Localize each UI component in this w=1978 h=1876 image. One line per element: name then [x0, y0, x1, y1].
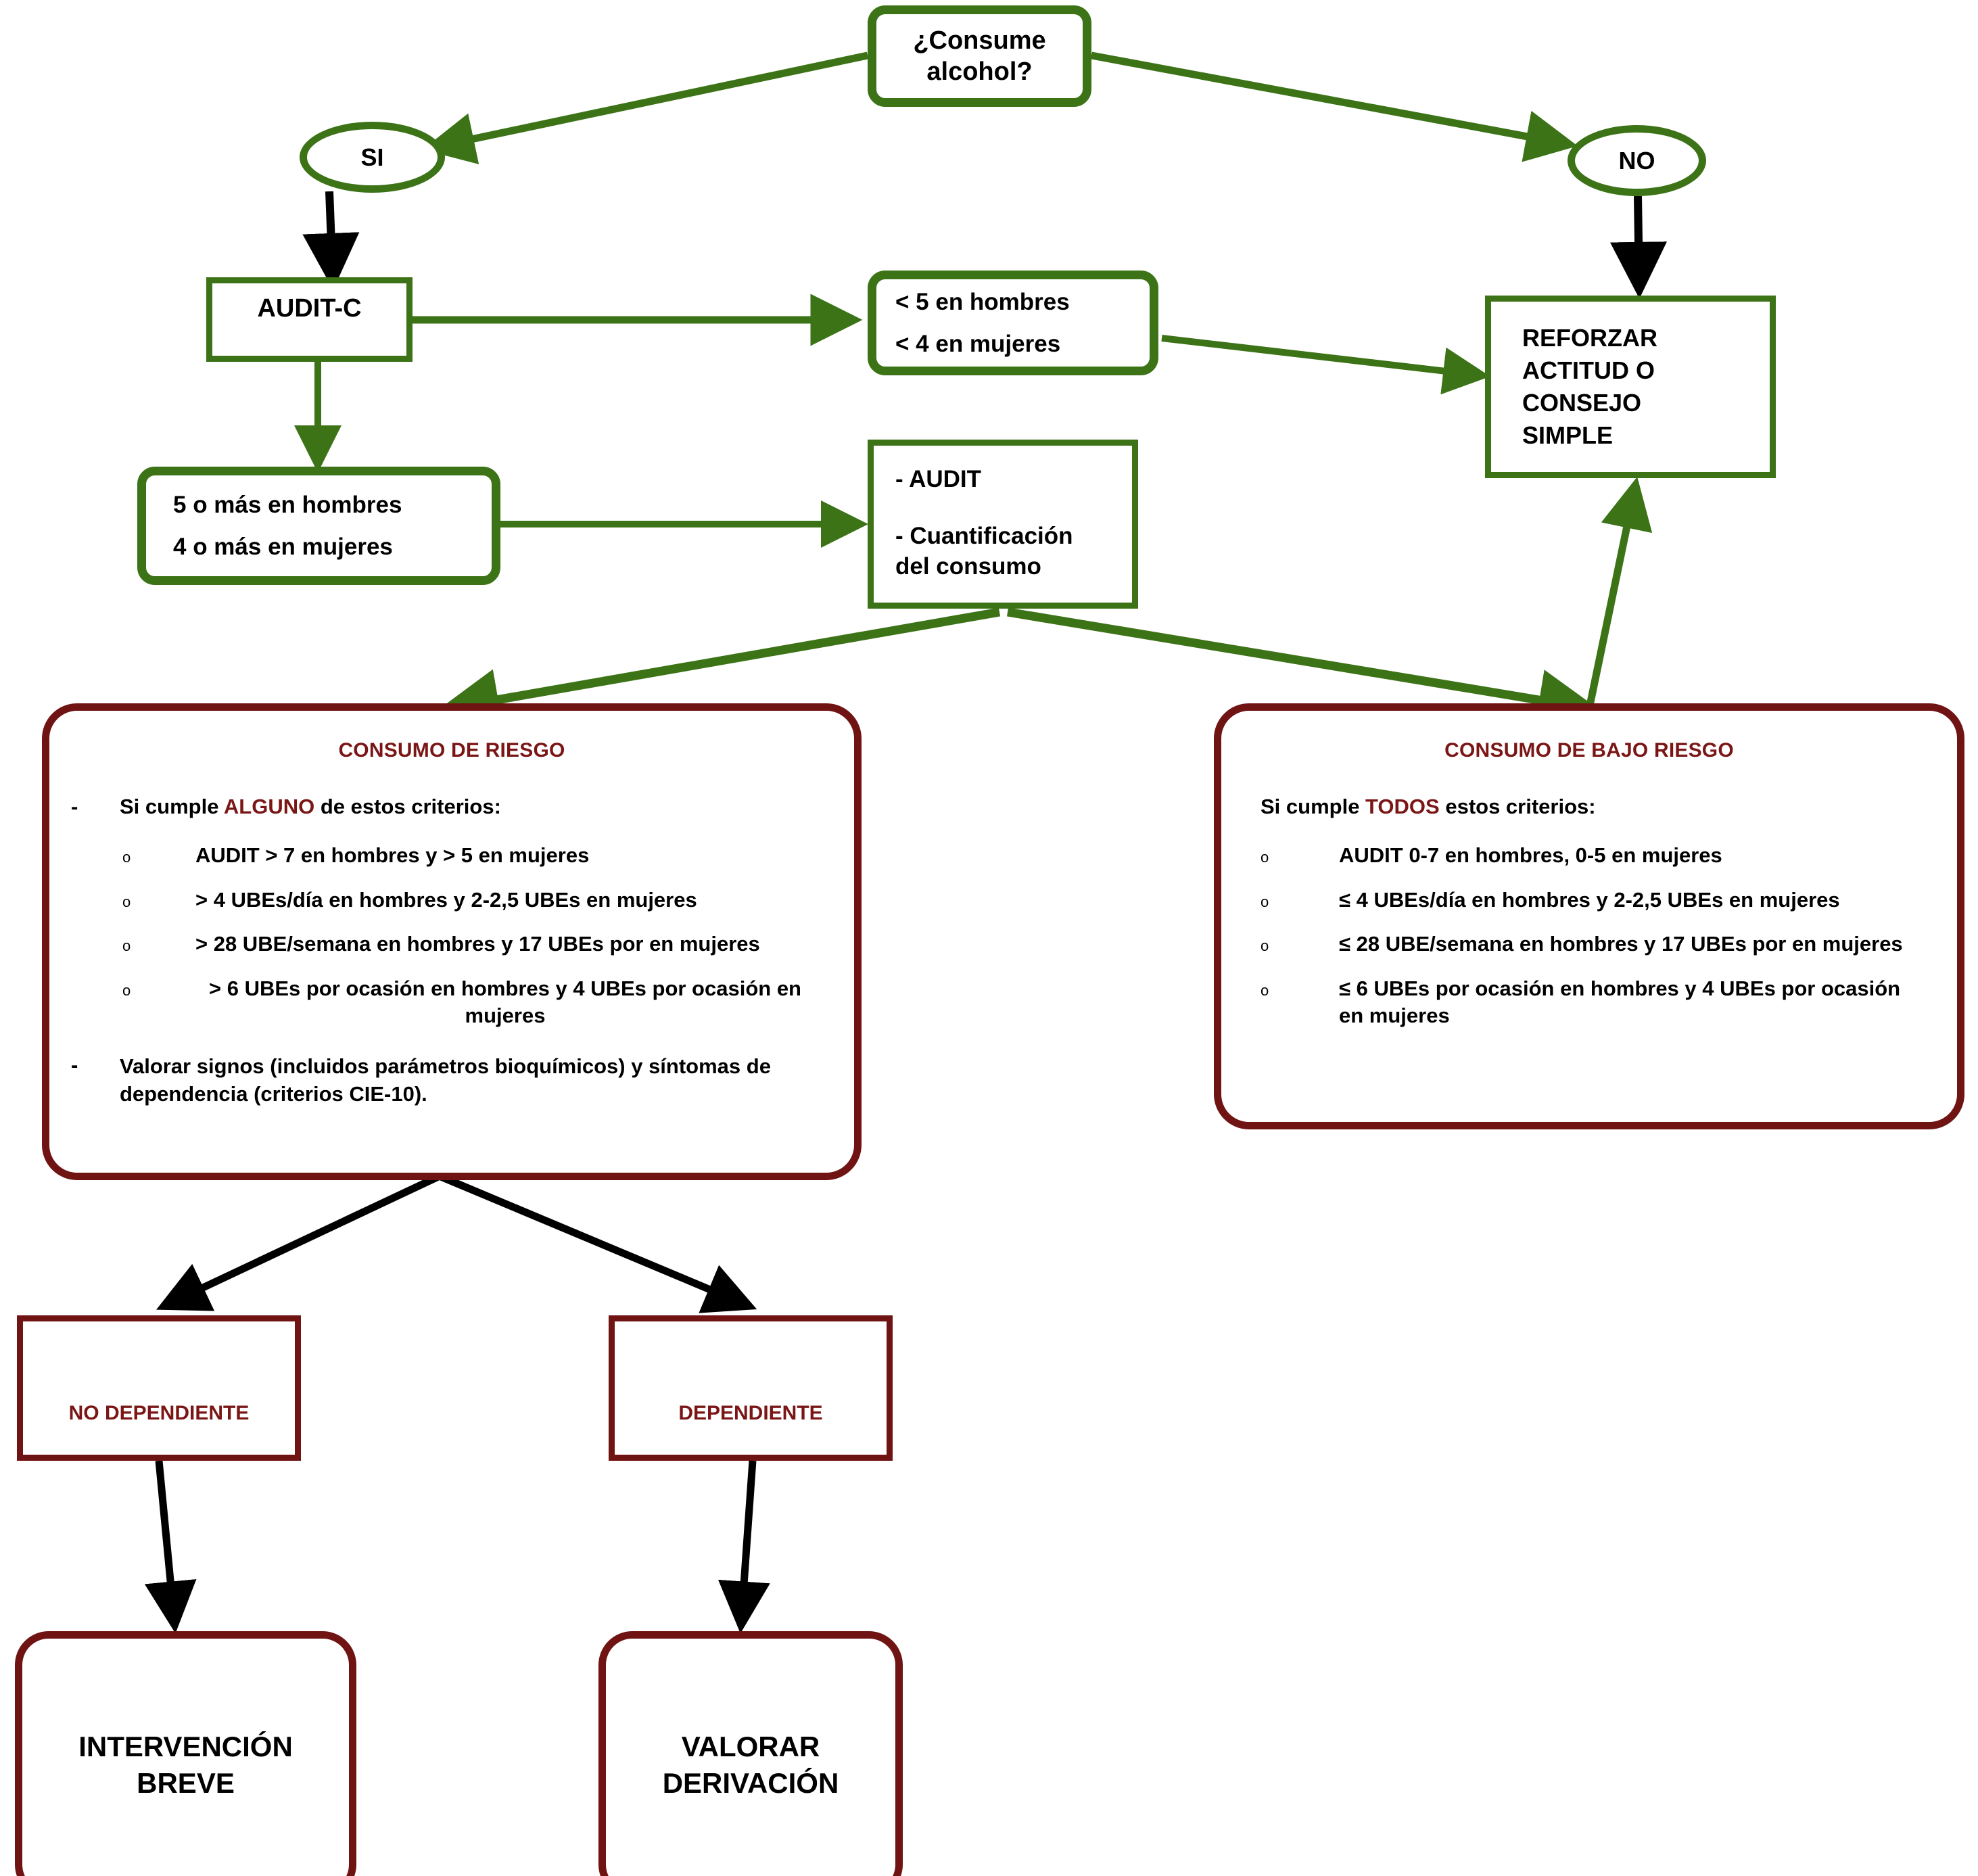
bajo-riesgo-bullet-3: o ≤ 28 UBE/semana en hombres y 17 UBEs p… [1261, 931, 1925, 958]
node-assess[interactable]: - AUDIT - Cuantificación del consumo [868, 440, 1138, 609]
node-assess-line1: - AUDIT [895, 466, 982, 493]
edge-dependiente-to-valorar [717, 1460, 770, 1634]
bajo-riesgo-bullet-mark-4: o [1261, 982, 1269, 1000]
riesgo-bullet-text-3: > 28 UBE/semana en hombres y 17 UBEs por… [195, 932, 760, 956]
bajo-riesgo-bullet-text-2: ≤ 4 UBEs/día en hombres y 2-2,5 UBEs en … [1339, 887, 1840, 912]
bajo-riesgo-lead-post: estos criterios: [1439, 795, 1596, 818]
bajo-riesgo-bullet-text-4: ≤ 6 UBEs por ocasión en hombres y 4 UBEs… [1339, 977, 1901, 1027]
edge-assess-to-riesgo [438, 607, 1001, 730]
node-high-score-line2: 4 o más en mujeres [173, 533, 393, 560]
node-dependiente[interactable]: DEPENDIENTE [609, 1315, 893, 1461]
riesgo-bullet-1: o AUDIT > 7 en hombres y > 5 en mujeres [122, 842, 815, 869]
riesgo-bullet-text-2: > 4 UBEs/día en hombres y 2-2,5 UBEs en … [195, 887, 697, 912]
riesgo-lead-post: de estos criterios: [314, 795, 501, 818]
node-si[interactable]: SI [300, 122, 445, 193]
node-valorar-derivacion[interactable]: VALORAR DERIVACIÓN [598, 1631, 903, 1876]
riesgo-dash-2: - [71, 1053, 78, 1077]
node-no-dependiente[interactable]: NO DEPENDIENTE [17, 1315, 301, 1461]
edge-riesgo-to-nodependiente [156, 1173, 440, 1311]
panel-consumo-bajo-riesgo[interactable]: CONSUMO DE BAJO RIESGO Si cumple TODOS e… [1214, 703, 1964, 1129]
node-no-label: NO [1618, 146, 1655, 174]
riesgo-bullet-text-4: > 6 UBEs por ocasión en hombres y 4 UBEs… [209, 977, 801, 1027]
node-reforzar-line2: ACTITUD O [1522, 356, 1655, 385]
bajo-riesgo-bullet-text-1: AUDIT 0-7 en hombres, 0-5 en mujeres [1339, 843, 1722, 867]
bajo-riesgo-bullet-mark-1: o [1261, 849, 1269, 866]
panel-consumo-riesgo[interactable]: CONSUMO DE RIESGO - Si cumple ALGUNO de … [42, 703, 862, 1180]
node-assess-line3: del consumo [895, 553, 1041, 580]
node-dependiente-label: DEPENDIENTE [678, 1402, 823, 1424]
node-consume-alcohol-line2: alcohol? [926, 57, 1033, 86]
edge-assess-to-bajoriesgo [1006, 607, 1600, 731]
riesgo-lead-pre: Si cumple [120, 795, 224, 818]
bajo-riesgo-lead-emphasis: TODOS [1365, 795, 1440, 818]
node-assess-line2: - Cuantificación [895, 523, 1073, 550]
edge-question-to-no [1090, 51, 1578, 162]
node-audit-c[interactable]: AUDIT-C [206, 277, 413, 362]
node-no-dependiente-label: NO DEPENDIENTE [68, 1402, 250, 1424]
bajo-riesgo-bullet-1: o AUDIT 0-7 en hombres, 0-5 en mujeres [1261, 842, 1925, 869]
node-low-score-line2: < 4 en mujeres [895, 330, 1061, 357]
bajo-riesgo-lead-pre: Si cumple [1261, 795, 1366, 818]
node-reforzar-line4: SIMPLE [1522, 421, 1614, 449]
node-intervencion-breve-line2: BREVE [137, 1766, 235, 1799]
riesgo-bullet-mark-2: o [122, 893, 131, 910]
bajo-riesgo-bullet-4: o ≤ 6 UBEs por ocasión en hombres y 4 UB… [1261, 975, 1925, 1029]
riesgo-lead-emphasis: ALGUNO [223, 795, 315, 818]
bajo-riesgo-bullet-2: o ≤ 4 UBEs/día en hombres y 2-2,5 UBEs e… [1261, 887, 1925, 914]
riesgo-lead: Si cumple ALGUNO de estos criterios: [120, 795, 501, 819]
node-no[interactable]: NO [1568, 125, 1706, 196]
node-reforzar-line3: CONSEJO [1522, 389, 1642, 417]
node-audit-c-label: AUDIT-C [257, 294, 362, 323]
node-reforzar-line1: REFORZAR [1522, 324, 1657, 352]
bajo-riesgo-lead: Si cumple TODOS estos criterios: [1261, 795, 1957, 819]
edge-bajoriesgo-to-reforzar [1585, 476, 1653, 710]
edge-si-to-auditc [302, 191, 360, 290]
riesgo-bullet-4: o > 6 UBEs por ocasión en hombres y 4 UB… [122, 975, 815, 1029]
riesgo-bullet-text-1: AUDIT > 7 en hombres y > 5 en mujeres [195, 843, 590, 867]
panel-consumo-riesgo-title: CONSUMO DE RIESGO [338, 739, 565, 761]
node-consume-alcohol-line1: ¿Consume [913, 26, 1046, 55]
riesgo-bullet-mark-4: o [122, 982, 131, 1000]
riesgo-bullet-3: o > 28 UBE/semana en hombres y 17 UBEs p… [122, 931, 815, 958]
node-consume-alcohol[interactable]: ¿Consume alcohol? [868, 5, 1091, 107]
node-valorar-derivacion-line1: VALORAR [681, 1730, 820, 1762]
bajo-riesgo-bullet-mark-2: o [1261, 893, 1269, 910]
node-intervencion-breve[interactable]: INTERVENCIÓN BREVE [15, 1631, 356, 1876]
node-intervencion-breve-line1: INTERVENCIÓN [78, 1730, 293, 1762]
edge-riesgo-to-dependiente [439, 1173, 757, 1313]
panel-consumo-bajo-riesgo-title: CONSUMO DE BAJO RIESGO [1444, 739, 1734, 761]
riesgo-bullet-2: o > 4 UBEs/día en hombres y 2-2,5 UBEs e… [122, 887, 815, 914]
node-reforzar[interactable]: REFORZAR ACTITUD O CONSEJO SIMPLE [1485, 296, 1776, 478]
riesgo-bullet-mark-1: o [122, 849, 131, 866]
edge-no-to-reforzar [1610, 195, 1667, 299]
edge-lowscore-to-reforzar [1161, 335, 1490, 395]
edge-question-to-si [422, 51, 869, 164]
riesgo-footer: Valorar signos (incluidos parámetros bio… [120, 1054, 771, 1106]
node-high-score[interactable]: 5 o más en hombres 4 o más en mujeres [137, 467, 500, 585]
bajo-riesgo-bullet-mark-3: o [1261, 937, 1269, 955]
node-si-label: SI [360, 143, 384, 171]
edge-nodependiente-to-intervencion [144, 1460, 197, 1634]
riesgo-dash-1: - [71, 795, 78, 818]
node-low-score-line1: < 5 en hombres [895, 289, 1070, 316]
node-low-score[interactable]: < 5 en hombres < 4 en mujeres [868, 271, 1158, 375]
riesgo-bullet-mark-3: o [122, 937, 131, 955]
node-high-score-line1: 5 o más en hombres [173, 492, 402, 519]
node-valorar-derivacion-line2: DERIVACIÓN [662, 1766, 839, 1799]
bajo-riesgo-bullet-text-3: ≤ 28 UBE/semana en hombres y 17 UBEs por… [1339, 932, 1903, 956]
